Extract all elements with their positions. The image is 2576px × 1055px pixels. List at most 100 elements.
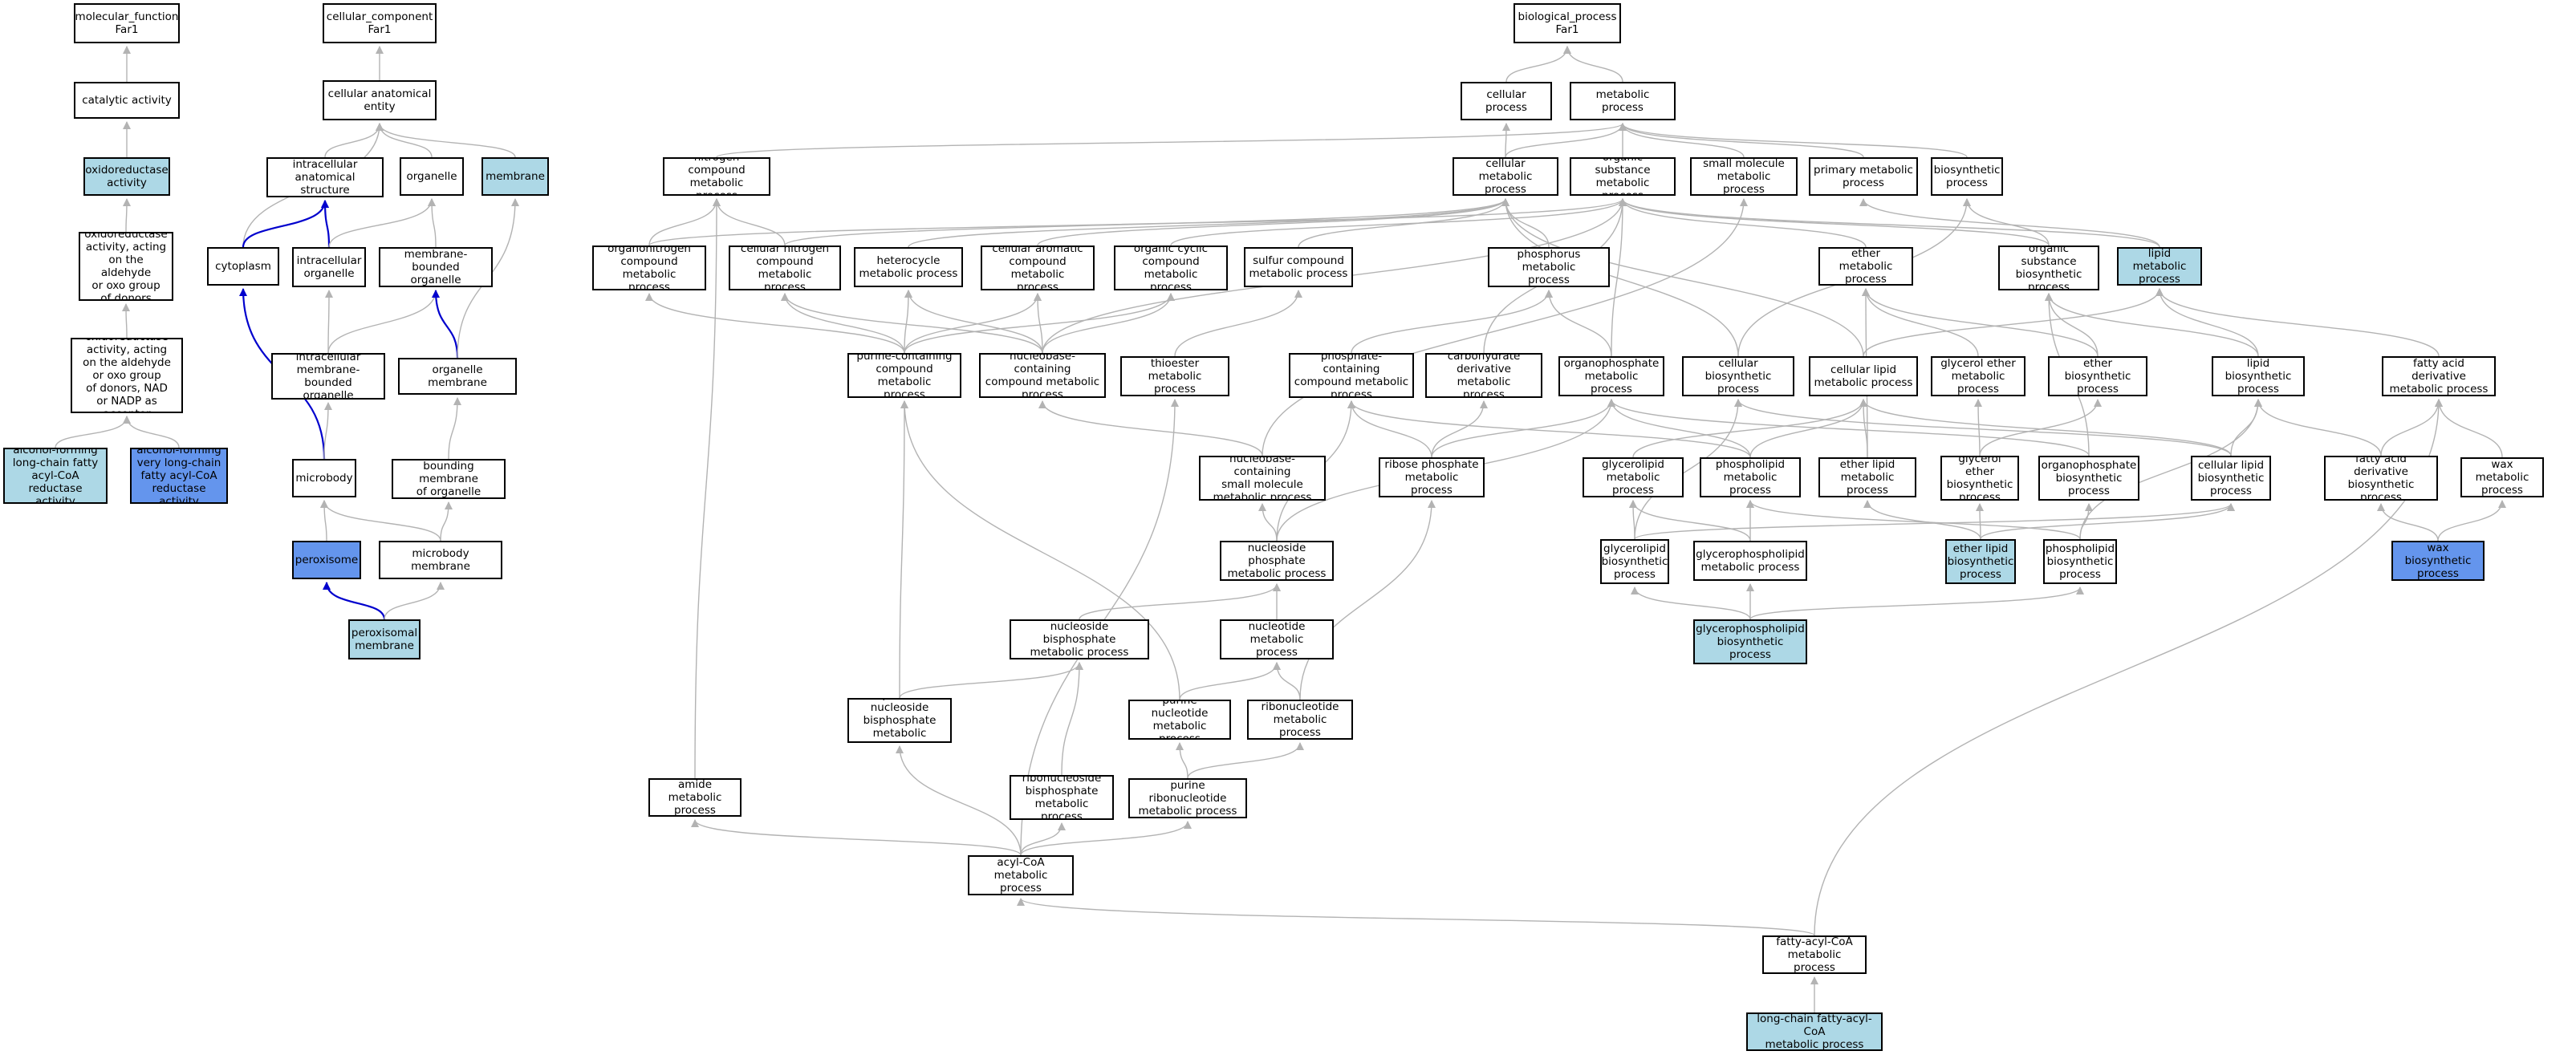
edge-nucleoside_bisphos-to-nucleoside_phos — [1079, 583, 1281, 620]
node-glycerol-ether-metabolic[interactable]: glycerol ether metabolic process — [1931, 356, 2025, 396]
node-cytoplasm[interactable]: cytoplasm — [207, 247, 279, 286]
node-alcohol-forming-very-long-chain[interactable]: alcohol-forming very long-chain fatty ac… — [130, 448, 228, 504]
node-heterocycle-metabolic[interactable]: heterocycle metabolic process — [854, 247, 963, 287]
node-membrane[interactable]: membrane — [481, 157, 549, 196]
edge-org_cyclic-to-organic_subst — [1170, 198, 1627, 246]
node-organophosphate-metabolic[interactable]: organophosphate metabolic process — [1558, 356, 1664, 396]
node-purine-ribonucleotide-metabolic[interactable]: purine ribonucleotide metabolic process — [1128, 778, 1247, 818]
edge-purine_nuc_bisphos-to-purine_cont — [899, 400, 908, 699]
node-nucleotide-metabolic[interactable]: nucleotide metabolic process — [1220, 619, 1334, 659]
node-nucleobase-small-molecule[interactable]: nucleobase-containing small molecule met… — [1199, 456, 1326, 501]
node-lipid-metabolic-process[interactable]: lipid metabolic process — [2117, 247, 2202, 286]
edge-organophosphate-to-phosphorus — [1545, 290, 1612, 357]
node-alcohol-forming-long-chain[interactable]: alcohol-forming long-chain fatty acyl-Co… — [3, 448, 108, 504]
node-cellular-metabolic-process[interactable]: cellular metabolic process — [1453, 157, 1558, 196]
node-organic-substance-metabolic[interactable]: organic substance metabolic process — [1570, 157, 1676, 196]
node-organic-cyclic-compound[interactable]: organic cyclic compound metabolic proces… — [1114, 245, 1228, 290]
node-acyl-coa-metabolic[interactable]: acyl-CoA metabolic process — [968, 855, 1074, 895]
edge-ribose_phos-to-carb_deriv — [1431, 400, 1488, 458]
node-intracellular-anatomical-structure[interactable]: intracellular anatomical structure — [266, 157, 384, 197]
edge-cell_lipid_bios-to-cell_bios — [1734, 399, 2232, 456]
node-fatty-acid-derivative-biosynthetic[interactable]: fatty acid derivative biosynthetic proce… — [2324, 456, 2438, 501]
node-organonitrogen-compound[interactable]: organonitrogen compound metabolic proces… — [592, 245, 706, 290]
node-glycerolipid-metabolic[interactable]: glycerolipid metabolic process — [1583, 457, 1684, 497]
edge-wax_bios-to-wax_metab — [2437, 500, 2506, 542]
node-bounding-membrane-of-organelle[interactable]: bounding membrane of organelle — [392, 459, 506, 499]
node-ribose-phosphate-metabolic[interactable]: ribose phosphate metabolic process — [1379, 457, 1485, 497]
node-purine-containing-compound[interactable]: purine-containing compound metabolic pro… — [847, 353, 961, 398]
node-small-molecule-metabolic[interactable]: small molecule metabolic process — [1690, 157, 1798, 196]
node-long-chain-fatty-acyl-coa[interactable]: long-chain fatty-acyl-CoA metabolic proc… — [1746, 1012, 1883, 1051]
node-glycerophospholipid-biosynthetic[interactable]: glycerophospholipid biosynthetic process — [1693, 619, 1807, 664]
node-glycerophospholipid-metabolic[interactable]: glycerophospholipid metabolic process — [1693, 541, 1807, 581]
node-fatty-acyl-coa-metabolic[interactable]: fatty-acyl-CoA metabolic process — [1762, 935, 1867, 974]
node-biosynthetic-process[interactable]: biosynthetic process — [1931, 157, 2003, 196]
edge-amide_metab-to-nitrogen_comp — [694, 198, 721, 779]
node-organic-substance-biosynthetic[interactable]: organic substance biosynthetic process — [1998, 245, 2099, 290]
node-microbody-membrane[interactable]: microbody membrane — [379, 541, 502, 579]
node-peroxisomal-membrane[interactable]: peroxisomal membrane — [348, 619, 421, 659]
edge-purine_nucleotide-to-nucleotide_metab — [1179, 662, 1281, 700]
node-cellular-nitrogen-compound[interactable]: cellular nitrogen compound metabolic pro… — [729, 245, 841, 290]
node-oxidoreductase-aldehyde[interactable]: oxidoreductase activity, acting on the a… — [79, 232, 173, 301]
node-thioester-metabolic[interactable]: thioester metabolic process — [1120, 356, 1229, 396]
edge-cell_lipid-to-lipid_metab — [1863, 288, 2164, 357]
node-nucleoside-phosphate-metabolic[interactable]: nucleoside phosphate metabolic process — [1220, 541, 1334, 581]
node-glycerol-ether-biosynthetic[interactable]: glycerol ether biosynthetic process — [1940, 456, 2019, 501]
node-oxidoreductase-nad[interactable]: oxidoreductase activity, acting on the a… — [71, 338, 183, 413]
node-organophosphate-biosynthetic[interactable]: organophosphate biosynthetic process — [2038, 456, 2139, 501]
node-ether-lipid-biosynthetic[interactable]: ether lipid biosynthetic process — [1945, 539, 2016, 584]
node-organelle[interactable]: organelle — [400, 157, 464, 196]
node-wax-biosynthetic[interactable]: wax biosynthetic process — [2391, 541, 2485, 581]
node-catalytic-activity[interactable]: catalytic activity — [74, 82, 180, 119]
edge-microbody_mem-to-microbody — [320, 500, 441, 542]
edge-nucleobase_cont-to-cell_aromatic — [1034, 293, 1043, 354]
node-membrane-bounded-organelle[interactable]: membrane-bounded organelle — [379, 247, 493, 287]
node-phospholipid-metabolic[interactable]: phospholipid metabolic process — [1700, 457, 1801, 497]
node-ribonucleoside-bisphosphate[interactable]: ribonucleoside bisphosphate metabolic pr… — [1010, 775, 1114, 820]
node-amide-metabolic[interactable]: amide metabolic process — [648, 778, 742, 817]
node-cellular-process[interactable]: cellular process — [1461, 82, 1552, 120]
node-oxidoreductase-activity[interactable]: oxidoreductase activity — [83, 157, 170, 196]
node-primary-metabolic-process[interactable]: primary metabolic process — [1809, 157, 1918, 196]
edge-cellular_metab-to-metabolic_proc — [1505, 123, 1627, 158]
node-cellular-aromatic-compound[interactable]: cellular aromatic compound metabolic pro… — [981, 245, 1095, 290]
node-purine-nucleoside-bisphosphate[interactable]: purine nucleoside bisphosphate metabolic… — [847, 698, 952, 743]
node-glycerolipid-biosynthetic[interactable]: glycerolipid biosynthetic process — [1600, 539, 1669, 584]
node-cellular-component-root[interactable]: cellular_component Far1 — [323, 3, 437, 43]
node-phosphorus-metabolic[interactable]: phosphorus metabolic process — [1488, 247, 1610, 287]
edge-lipid_metab-to-primary_metab — [1859, 198, 2160, 248]
node-phospholipid-biosynthetic[interactable]: phospholipid biosynthetic process — [2043, 539, 2117, 584]
edge-wax_metab-to-fatty_deriv — [2435, 399, 2503, 458]
edge-intra_org-to-intra_anat — [321, 200, 331, 248]
node-intracellular-membrane-bounded-organelle[interactable]: intracellular membrane-bounded organelle — [271, 353, 385, 400]
node-nucleobase-containing-compound[interactable]: nucleobase-containing compound metabolic… — [979, 353, 1106, 398]
node-ether-metabolic[interactable]: ether metabolic process — [1818, 247, 1913, 286]
node-wax-metabolic[interactable]: wax metabolic process — [2460, 457, 2544, 497]
edge-primary_metab-to-metabolic_proc — [1619, 123, 1864, 158]
node-ribonucleotide-metabolic[interactable]: ribonucleotide metabolic process — [1247, 700, 1353, 740]
node-microbody[interactable]: microbody — [292, 459, 356, 497]
node-carbohydrate-derivative-metabolic[interactable]: carbohydrate derivative metabolic proces… — [1425, 353, 1542, 398]
node-metabolic-process[interactable]: metabolic process — [1570, 82, 1676, 120]
node-cellular-lipid-metabolic[interactable]: cellular lipid metabolic process — [1809, 356, 1918, 396]
node-molecular-function-root[interactable]: molecular_function Far1 — [74, 3, 180, 43]
edge-acyl_coa-to-amide_metab — [691, 819, 1022, 856]
node-cellular-lipid-biosynthetic[interactable]: cellular lipid biosynthetic process — [2191, 456, 2271, 501]
node-organelle-membrane[interactable]: organelle membrane — [398, 358, 517, 395]
node-cellular-biosynthetic-process[interactable]: cellular biosynthetic process — [1682, 356, 1794, 396]
node-cellular-anatomical-entity[interactable]: cellular anatomical entity — [323, 80, 437, 120]
edge-glycerophos_bios-to-phospholipid_bios — [1749, 586, 2084, 620]
node-phosphate-containing-compound[interactable]: phosphate-containing compound metabolic … — [1289, 353, 1414, 398]
node-peroxisome[interactable]: peroxisome — [292, 541, 361, 579]
node-lipid-biosynthetic[interactable]: lipid biosynthetic process — [2212, 356, 2305, 396]
node-biological-process-root[interactable]: biological_process Far1 — [1514, 3, 1621, 43]
node-sulfur-compound-metabolic[interactable]: sulfur compound metabolic process — [1244, 247, 1353, 287]
node-ether-biosynthetic[interactable]: ether biosynthetic process — [2048, 356, 2147, 396]
node-nucleoside-bisphosphate-metabolic[interactable]: nucleoside bisphosphate metabolic proces… — [1010, 619, 1149, 659]
node-fatty-acid-derivative-metabolic[interactable]: fatty acid derivative metabolic process — [2382, 356, 2496, 396]
node-intracellular-organelle[interactable]: intracellular organelle — [292, 247, 366, 287]
node-nitrogen-compound-metabolic[interactable]: nitrogen compound metabolic process — [663, 157, 770, 196]
node-purine-nucleotide-metabolic[interactable]: purine nucleotide metabolic process — [1128, 700, 1231, 740]
node-ether-lipid-metabolic[interactable]: ether lipid metabolic process — [1818, 457, 1916, 497]
